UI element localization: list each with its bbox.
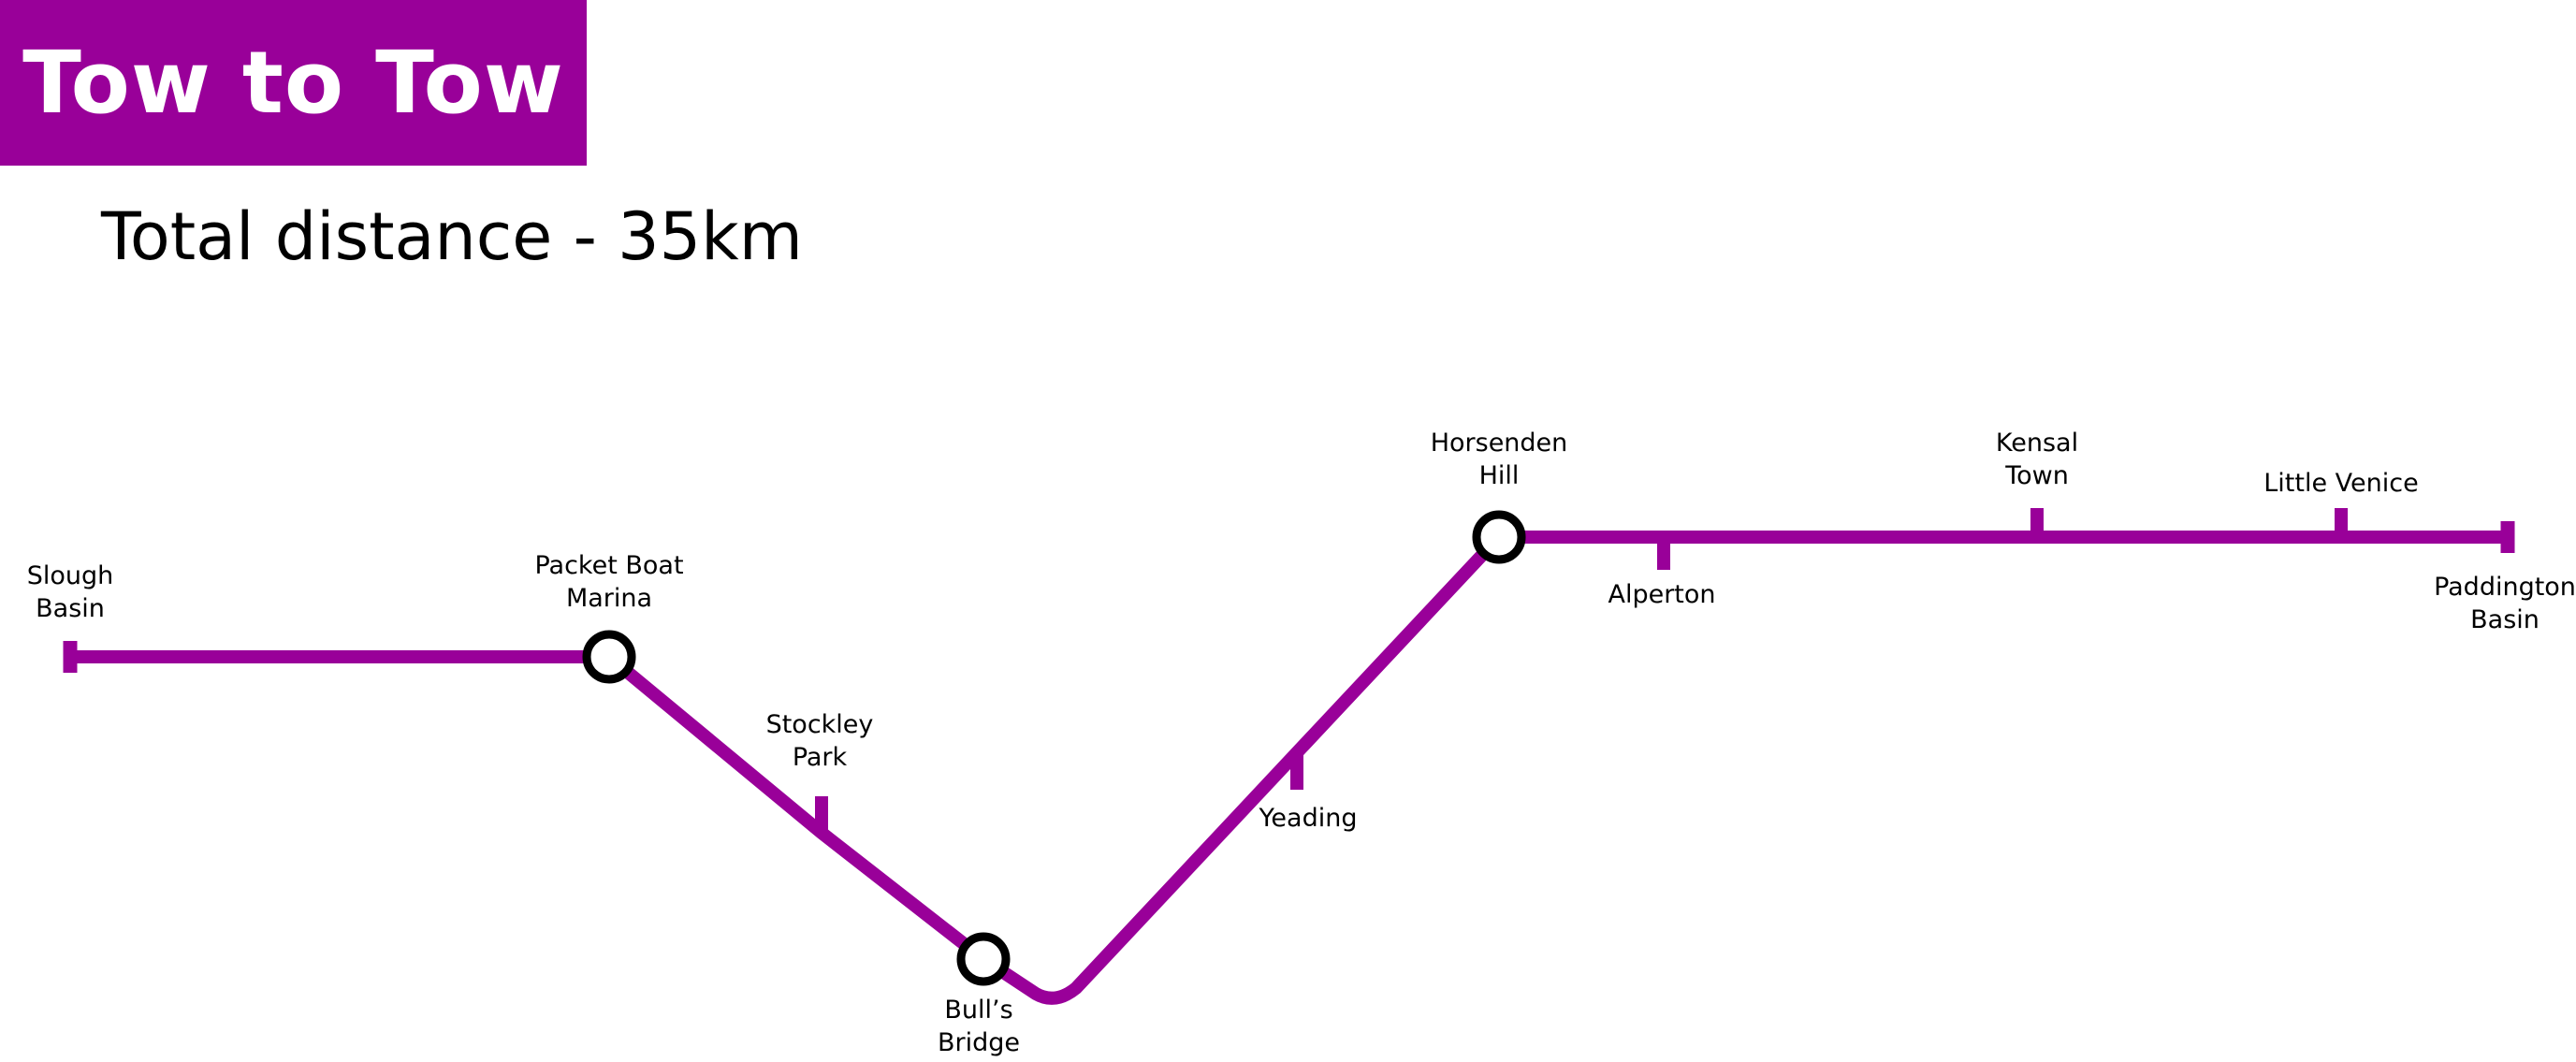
route-line bbox=[70, 531, 2508, 1005]
stop-label-line: Alperton bbox=[1608, 580, 1715, 609]
stop-label-line: Horsenden bbox=[1431, 429, 1568, 458]
interchange-marker-bulls-bridge bbox=[956, 932, 1011, 986]
stop-label-alperton: Alperton bbox=[1608, 580, 1715, 609]
interchange-marker-horsenden-hill bbox=[1472, 510, 1526, 564]
stop-label-line: Packet Boat bbox=[534, 551, 683, 580]
stop-label-line: Basin bbox=[2470, 605, 2540, 634]
stop-label-line: Paddington bbox=[2434, 573, 2576, 602]
interchange-marker-packet-boat-marina bbox=[582, 630, 636, 684]
page-title: Tow to Tow bbox=[22, 33, 564, 133]
stop-label-line: Little Venice bbox=[2263, 469, 2418, 498]
stop-label-line: Bull’s bbox=[944, 996, 1012, 1025]
stop-label-line: Bridge bbox=[938, 1028, 1020, 1057]
stop-label-line: Park bbox=[793, 743, 848, 772]
title-banner: Tow to Tow bbox=[0, 0, 587, 166]
stop-label-line: Town bbox=[2004, 461, 2069, 490]
stop-label-little-venice: Little Venice bbox=[2263, 469, 2418, 498]
stop-label-yeading: Yeading bbox=[1259, 804, 1358, 833]
total-distance: Total distance - 35km bbox=[101, 198, 803, 275]
stop-label-line: Slough bbox=[27, 561, 114, 590]
stop-label-line: Basin bbox=[36, 594, 105, 623]
stop-label-line: Yeading bbox=[1259, 804, 1358, 833]
stop-label-line: Marina bbox=[566, 584, 652, 613]
stop-label-line: Stockley bbox=[766, 710, 874, 739]
stop-label-line: Kensal bbox=[1996, 429, 2078, 458]
stop-label-line: Hill bbox=[1479, 461, 1520, 490]
